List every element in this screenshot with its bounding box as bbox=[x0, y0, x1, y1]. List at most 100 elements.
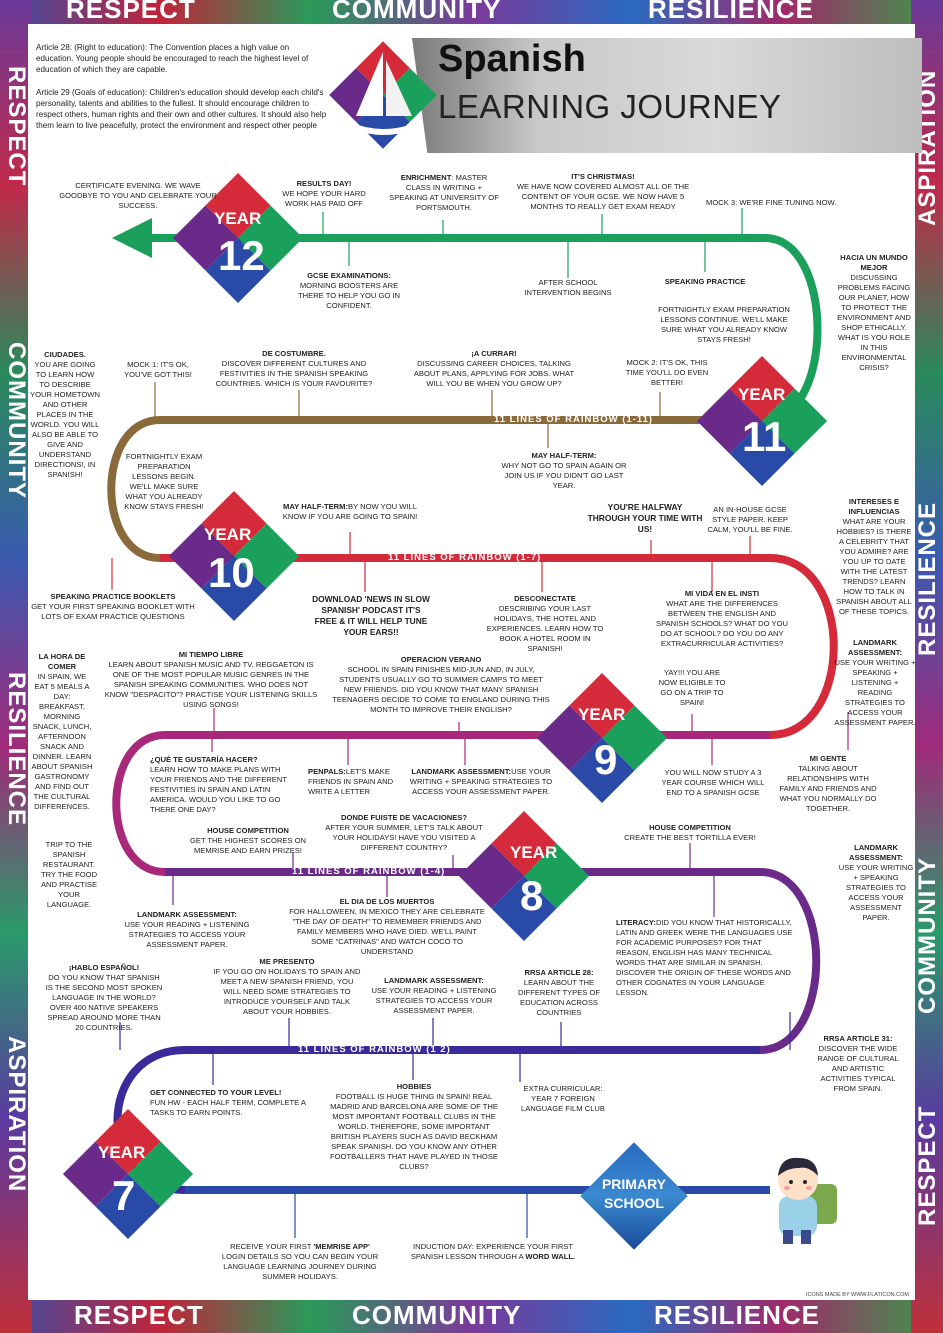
note-connected-text: FUN HW - EACH HALF TERM, COMPLETE A TASK… bbox=[150, 1098, 306, 1118]
note-memrise-c: LOGIN DETAILS SO YOU CAN BEGIN YOUR LANG… bbox=[221, 1252, 379, 1282]
note-donde-fuiste: DONDE FUISTE DE VACACIONES?AFTER YOUR SU… bbox=[322, 813, 486, 853]
note-tiempolibre-text: LEARN ABOUT SPANISH MUSIC AND TV. REGGAE… bbox=[104, 660, 318, 710]
note-mayhalf11-heading: MAY HALF-TERM: bbox=[531, 451, 597, 460]
border-top-resilience: RESILIENCE bbox=[648, 0, 815, 24]
year-9-number: 9 bbox=[594, 736, 617, 783]
note-booklets-heading: SPEAKING PRACTICE BOOKLETS bbox=[50, 592, 176, 601]
note-ciudades: CIUDADES.YOU ARE GOING TO LEARN HOW TO D… bbox=[30, 350, 100, 480]
icons-credit: ICONS MADE BY WWW.FLATICON.COM bbox=[805, 1292, 909, 1298]
note-landmark3-heading: LANDMARK ASSESSMENT: bbox=[848, 843, 903, 863]
note-mayhalf10-heading: MAY HALF-TERM: bbox=[283, 502, 349, 511]
note-a-currar: ¡A CURRAR!DISCUSSING CAREER CHOICES, TAL… bbox=[404, 349, 584, 389]
note-landmark-assessment-2: LANDMARK ASSESSMENT:USE YOUR WRITING + S… bbox=[398, 767, 564, 797]
note-in-house-paper: AN IN-HOUSE GCSE STYLE PAPER. KEEP CALM,… bbox=[707, 505, 793, 535]
note-muertos-heading: EL DIA DE LOS MUERTOS bbox=[339, 897, 435, 906]
note-landmark-assessment-3: LANDMARK ASSESSMENT:USE YOUR WRITING + S… bbox=[838, 843, 914, 923]
note-hablo-heading: ¡HABLO ESPAÑOL! bbox=[68, 963, 140, 972]
border-right-community: COMMUNITY bbox=[914, 857, 941, 1014]
note-mock2: MOCK 2: IT'S OK, THIS TIME YOU'LL DO EVE… bbox=[625, 358, 709, 388]
page-title: Spanish bbox=[438, 38, 586, 80]
note-enrichment: ENRICHMENT: MASTER CLASS IN WRITING + SP… bbox=[389, 173, 499, 213]
note-house2-text: CREATE THE BEST TORTILLA EVER! bbox=[624, 833, 756, 843]
note-house1-text: GET THE HIGHEST SCORES ON MEMRISE AND EA… bbox=[189, 836, 307, 856]
note-gustaria-heading: ¿QUÉ TE GUSTARÍA HACER? bbox=[150, 755, 258, 764]
border-left-resilience: RESILIENCE bbox=[3, 672, 30, 827]
article-28: Article 28: (Right to education): The Co… bbox=[36, 43, 309, 74]
note-tiempolibre-heading: MI TIEMPO LIBRE bbox=[178, 650, 244, 659]
year-8-badge: YEAR 8 bbox=[458, 810, 590, 942]
note-induction-a: INDUCTION DAY: EXPERIENCE YOUR FIRST SPA… bbox=[410, 1242, 574, 1262]
note-penpals: PENPALS:LET'S MAKE FRIENDS IN SPAIN AND … bbox=[308, 767, 394, 797]
note-currar-heading: ¡A CURRAR! bbox=[471, 349, 517, 358]
note-after-school: AFTER SCHOOL INTERVENTION BEGINS bbox=[524, 278, 612, 298]
note-landmark-assessment-4: LANDMARK ASSESSMENT:USE YOUR READING + L… bbox=[104, 910, 270, 950]
note-halfway-text: YOU'RE HALFWAY THROUGH YOUR TIME WITH US… bbox=[587, 502, 703, 535]
note-connected-heading: GET CONNECTED TO YOUR LEVEL! bbox=[150, 1088, 282, 1097]
note-fuiste-heading: DONDE FUISTE DE VACACIONES? bbox=[340, 813, 467, 822]
note-gcse-heading: GCSE EXAMINATIONS: bbox=[307, 271, 391, 280]
note-horacomer-text: IN SPAIN, WE EAT 5 MEALS A DAY: BREAKFAS… bbox=[31, 672, 93, 812]
year-7-number: 7 bbox=[112, 1172, 135, 1219]
note-restaurant-trip: TRIP TO THE SPANISH RESTAURANT. TRY THE … bbox=[40, 840, 98, 910]
note-rrsa-article-31: RRSA ARTICLE 31:DISCOVER THE WIDE RANGE … bbox=[812, 1034, 904, 1094]
note-landmark2-text: USE YOUR WRITING + SPEAKING STRATEGIES T… bbox=[409, 767, 553, 797]
note-rrsa31-heading: RRSA ARTICLE 31: bbox=[823, 1034, 893, 1043]
note-landmark5-heading: LANDMARK ASSESSMENT: bbox=[384, 976, 484, 985]
note-hacia-text: DISCUSSING PROBLEMS FACING OUR PLANET, H… bbox=[837, 273, 911, 373]
note-landmark3-text: USE YOUR WRITING + SPEAKING STRATEGIES T… bbox=[838, 863, 914, 923]
note-results-text: WE HOPE YOUR HARD WORK HAS PAID OFF bbox=[282, 189, 366, 209]
note-hobbies-text: FOOTBALL IS HUGE THING IN SPAIN! REAL MA… bbox=[330, 1092, 498, 1172]
note-podcast-text: DOWNLOAD 'NEWS IN SLOW SPANISH' PODCAST … bbox=[312, 594, 430, 638]
note-mock1: MOCK 1: IT'S OK, YOU'VE GOT THIS! bbox=[124, 360, 192, 380]
note-may-half-term-10: MAY HALF-TERM:BY NOW YOU WILL KNOW IF YO… bbox=[280, 502, 420, 522]
title-banner bbox=[412, 38, 922, 153]
note-penpals-text: LET'S MAKE FRIENDS IN SPAIN AND WRITE A … bbox=[308, 767, 394, 797]
note-landmark-assessment-5: LANDMARK ASSESSMENT:USE YOUR READING + L… bbox=[370, 976, 498, 1016]
note-results-day: RESULTS DAY!WE HOPE YOUR HARD WORK HAS P… bbox=[282, 179, 366, 209]
note-mayhalf10-text: BY NOW YOU WILL KNOW IF YOU ARE GOING TO… bbox=[282, 502, 418, 522]
note-landmark2-heading: LANDMARK ASSESSMENT: bbox=[411, 767, 512, 776]
note-hacia-heading: HACIA UN MUNDO MEJOR bbox=[840, 253, 908, 273]
note-literacy-text: DID YOU KNOW THAT HISTORICALLY, LATIN AN… bbox=[616, 918, 793, 998]
note-ciudades-text: YOU ARE GOING TO LEARN HOW TO DESCRIBE Y… bbox=[30, 360, 100, 480]
note-memrise-b: 'MEMRISE APP' bbox=[313, 1242, 370, 1251]
note-extra-curricular: EXTRA CURRICULAR: YEAR 7 FOREIGN LANGUAG… bbox=[521, 1084, 605, 1114]
student-with-backpack-icon bbox=[778, 1157, 837, 1244]
note-landmark-assessment-1: LANDMARK ASSESSMENT:USE YOUR WRITING + S… bbox=[834, 638, 916, 728]
note-que-te-gustaria: ¿QUÉ TE GUSTARÍA HACER?LEARN HOW TO MAKE… bbox=[150, 755, 292, 815]
note-speaking-heading: SPEAKING PRACTICE bbox=[664, 277, 746, 286]
note-landmark1-heading: LANDMARK ASSESSMENT: bbox=[847, 638, 902, 658]
sailboat-logo bbox=[329, 41, 437, 149]
year-8-word: YEAR bbox=[510, 843, 557, 862]
note-results-heading: RESULTS DAY! bbox=[296, 179, 352, 188]
note-booklets-text: GET YOUR FIRST SPEAKING BOOKLET WITH LOT… bbox=[31, 602, 195, 622]
primary-school-badge: PRIMARY SCHOOL bbox=[580, 1142, 688, 1250]
note-muertos-text: FOR HALLOWEEN, IN MEXICO THEY ARE CELEBR… bbox=[289, 907, 485, 957]
note-migente-heading: MI GENTE bbox=[809, 754, 847, 763]
rainbow-label-2: 11 LINES OF RAINBOW (1 2) bbox=[298, 1044, 451, 1055]
note-speaking-practice: SPEAKING PRACTICE bbox=[650, 277, 760, 287]
note-halfway: YOU'RE HALFWAY THROUGH YOUR TIME WITH US… bbox=[586, 502, 704, 535]
note-verano-heading: OPERACION VERANO bbox=[400, 655, 482, 664]
year-11-number: 11 bbox=[742, 413, 786, 460]
article-29: Article 29 (Goals of education): Childre… bbox=[36, 88, 327, 130]
note-literacy: LITERACY:DID YOU KNOW THAT HISTORICALLY,… bbox=[616, 918, 796, 998]
note-currar-text: DISCUSSING CAREER CHOICES, TALKING ABOUT… bbox=[413, 359, 575, 389]
rainbow-label-7: 11 LINES OF RAINBOW (1-7) bbox=[388, 552, 542, 563]
border-left-respect: RESPECT bbox=[3, 66, 30, 187]
note-costumbre-heading: DE COSTUMBRE. bbox=[262, 349, 326, 358]
note-christmas-heading: IT'S CHRISTMAS! bbox=[571, 172, 635, 181]
note-induction-b: WORD WALL. bbox=[525, 1252, 576, 1262]
note-memrise-a: RECEIVE YOUR FIRST bbox=[230, 1242, 314, 1251]
note-christmas-text: WE HAVE NOW COVERED ALMOST ALL OF THE CO… bbox=[516, 182, 690, 212]
note-literacy-heading: LITERACY: bbox=[616, 918, 656, 927]
